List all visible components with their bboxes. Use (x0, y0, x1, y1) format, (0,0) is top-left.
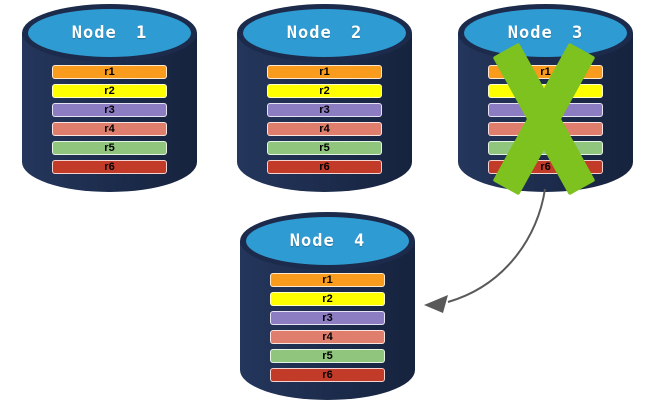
node-1-row-r4: r4 (52, 122, 167, 136)
node-2-row-r5: r5 (267, 141, 382, 155)
node-4-row-r6: r6 (270, 368, 385, 382)
node-3-label: Node 3 (507, 23, 584, 43)
node-1: Node 1 r1 r2 r3 r4 r5 r6 (22, 4, 197, 192)
replication-arrow-head (424, 295, 448, 313)
node-1-row-r2: r2 (52, 84, 167, 98)
node-1-label: Node 1 (71, 23, 148, 43)
node-4-row-r1: r1 (270, 273, 385, 287)
node-2-row-r2: r2 (267, 84, 382, 98)
node-3: Node 3 r1 r2 r3 r4 r5 r6 (458, 4, 633, 196)
node-2-rows: r1 r2 r3 r4 r5 r6 (267, 65, 382, 179)
node-1-row-r5: r5 (52, 141, 167, 155)
node-2-cylinder-top-face: Node 2 (243, 9, 406, 57)
node-4-rows: r1 r2 r3 r4 r5 r6 (270, 273, 385, 387)
failure-x-icon (492, 42, 596, 196)
node-4: Node 4 r1 r2 r3 r4 r5 r6 (240, 212, 415, 400)
node-1-rows: r1 r2 r3 r4 r5 r6 (52, 65, 167, 179)
node-2-label: Node 2 (286, 23, 363, 43)
node-2-row-r1: r1 (267, 65, 382, 79)
node-4-cylinder-top-face: Node 4 (246, 217, 409, 265)
node-4-label: Node 4 (289, 231, 366, 251)
node-2-row-r6: r6 (267, 160, 382, 174)
node-1-cylinder-top-face: Node 1 (28, 9, 191, 57)
node-1-row-r1: r1 (52, 65, 167, 79)
node-2: Node 2 r1 r2 r3 r4 r5 r6 (237, 4, 412, 192)
node-4-row-r2: r2 (270, 292, 385, 306)
node-3-cylinder-top-rim: Node 3 (458, 4, 633, 62)
node-4-row-r5: r5 (270, 349, 385, 363)
node-4-cylinder-top-rim: Node 4 (240, 212, 415, 270)
node-4-row-r3: r3 (270, 311, 385, 325)
node-1-cylinder-top-rim: Node 1 (22, 4, 197, 62)
node-3-cylinder-top-face: Node 3 (464, 9, 627, 57)
node-1-row-r3: r3 (52, 103, 167, 117)
node-4-row-r4: r4 (270, 330, 385, 344)
replication-arrow-line (447, 188, 546, 303)
node-2-row-r3: r3 (267, 103, 382, 117)
node-2-row-r4: r4 (267, 122, 382, 136)
node-2-cylinder-top-rim: Node 2 (237, 4, 412, 62)
node-1-row-r6: r6 (52, 160, 167, 174)
